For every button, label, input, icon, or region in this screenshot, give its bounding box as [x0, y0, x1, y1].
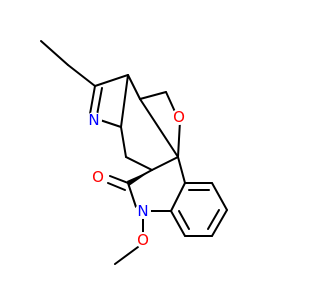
atom-label-o-ether: O [173, 108, 185, 126]
bond-c-to-spiro [151, 156, 179, 171]
bond-ch2-to-o [165, 91, 177, 115]
bond-o-to-c [177, 120, 181, 158]
atom-label-layer: N O O N O [86, 108, 187, 249]
bond-bridgehead-to-ch [127, 74, 141, 100]
bond-methoxy-o-to-ch3 [114, 246, 139, 265]
bond-c-to-aryl [177, 156, 186, 184]
atom-carbonyl-oxygen: O [89, 168, 107, 186]
bond-imine-double-b [96, 87, 103, 116]
bond-ethyl-terminal [40, 40, 69, 66]
bond-carbonyl-double-a [109, 175, 129, 184]
bond-benzene-inner-3 [178, 210, 190, 230]
bond-benzene-3 [211, 209, 228, 237]
atom-ether-oxygen: O [171, 108, 187, 126]
bond-carbonyl-c-to-n [127, 182, 137, 208]
atom-methoxy-oxygen: O [135, 231, 151, 249]
bond-ch2-to-spiro [125, 156, 153, 171]
bond-bridge-to-ch2 [120, 126, 127, 158]
bond-ethyl-chain [67, 64, 96, 87]
atom-label-o-methoxy: O [137, 231, 149, 249]
atom-lactam-nitrogen: N [135, 202, 151, 220]
bond-n-to-bridge [99, 119, 122, 128]
molecule-structure-diagram: N O O N O [40, 40, 228, 265]
atom-label-o-carbonyl: O [92, 168, 104, 186]
bond-carbonyl-double-b [107, 182, 126, 191]
bond-benzene-6 [170, 182, 186, 212]
atom-imine-nitrogen: N [86, 111, 102, 129]
bond-benzene-2 [211, 182, 228, 211]
atom-label-n-lactam: N [137, 202, 148, 220]
bond-layer [40, 40, 228, 265]
bond-ch-to-c [139, 98, 179, 158]
bond-ch-to-ch2 [139, 91, 167, 100]
bond-imine-double-a [89, 85, 96, 115]
bond-imine-to-bridgehead [94, 74, 129, 87]
stereo-wedge-bond [127, 170, 152, 186]
bond-benzene-5 [170, 210, 186, 237]
atom-label-n-imine: N [88, 111, 99, 129]
bond-bridgehead-to-bridge [120, 74, 129, 128]
bond-benzene-inner-2 [207, 209, 220, 230]
